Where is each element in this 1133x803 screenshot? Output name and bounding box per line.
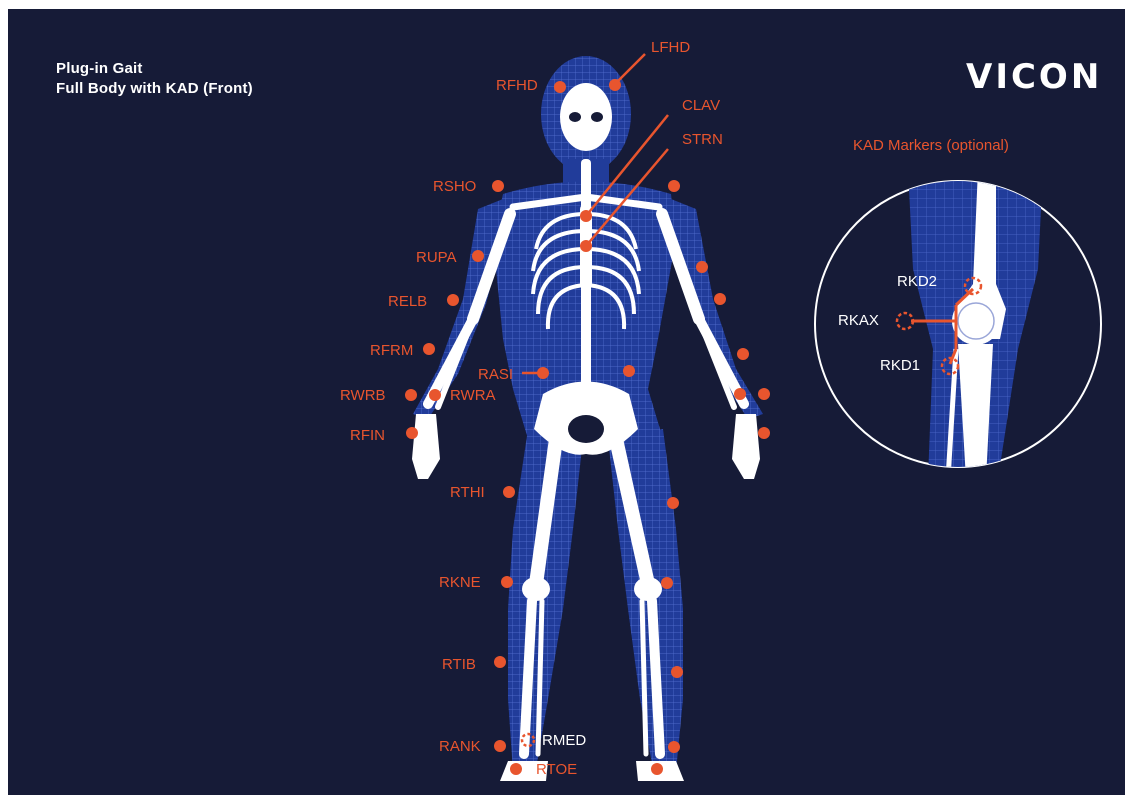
label-rupa: RUPA — [416, 249, 457, 266]
title-line-2: Full Body with KAD (Front) — [56, 79, 253, 99]
marker-dot-rtoe — [510, 763, 522, 775]
label-rfhd: RFHD — [496, 77, 538, 94]
marker-dot-rfin — [406, 427, 418, 439]
marker-dot-rank — [494, 740, 506, 752]
marker-dot-rfrm — [423, 343, 435, 355]
marker-dot-lfin — [758, 427, 770, 439]
label-rfin: RFIN — [350, 427, 385, 444]
label-rtoe: RTOE — [536, 761, 577, 778]
label-rasi: RASI — [478, 366, 513, 383]
label-rwrb: RWRB — [340, 387, 386, 404]
label-lfhd: LFHD — [651, 39, 690, 56]
marker-dot-lfrm — [737, 348, 749, 360]
marker-dot-lthi — [667, 497, 679, 509]
label-rwra: RWRA — [450, 387, 496, 404]
marker-dot-ltoe — [651, 763, 663, 775]
marker-dot-lupa — [696, 261, 708, 273]
marker-dot-lank — [668, 741, 680, 753]
marker-dot-rwra — [429, 389, 441, 401]
label-rkd2: RKD2 — [897, 273, 937, 290]
marker-dot-rthi — [503, 486, 515, 498]
marker-dot-lwrb — [758, 388, 770, 400]
title-line-1: Plug-in Gait — [56, 59, 253, 79]
marker-dot-rkne — [501, 576, 513, 588]
label-strn: STRN — [682, 131, 723, 148]
diagram-canvas: Plug-in Gait Full Body with KAD (Front) … — [8, 9, 1125, 795]
label-rfrm: RFRM — [370, 342, 413, 359]
marker-dot-rasi — [537, 367, 549, 379]
label-rkne: RKNE — [439, 574, 481, 591]
label-relb: RELB — [388, 293, 427, 310]
marker-dot-lwra — [734, 388, 746, 400]
marker-dot-lfhd — [609, 79, 621, 91]
label-rank: RANK — [439, 738, 481, 755]
marker-dot-lasi — [623, 365, 635, 377]
marker-dot-rfhd — [554, 81, 566, 93]
diagram-title: Plug-in Gait Full Body with KAD (Front) — [56, 59, 253, 99]
marker-dot-clav — [580, 210, 592, 222]
marker-dot-rsho — [492, 180, 504, 192]
label-rkax: RKAX — [838, 312, 879, 329]
body-illustration — [8, 9, 1125, 795]
label-rthi: RTHI — [450, 484, 485, 501]
marker-dot-lelb — [714, 293, 726, 305]
label-rsho: RSHO — [433, 178, 476, 195]
marker-dot-rupa — [472, 250, 484, 262]
kad-inset-title: KAD Markers (optional) — [853, 137, 1009, 154]
label-clav: CLAV — [682, 97, 720, 114]
marker-dot-lsho — [668, 180, 680, 192]
marker-dot-rwrb — [405, 389, 417, 401]
marker-dot-ltib — [671, 666, 683, 678]
label-rkd1: RKD1 — [880, 357, 920, 374]
marker-dot-strn — [580, 240, 592, 252]
vicon-logo: VICON — [966, 57, 1102, 97]
marker-dot-relb — [447, 294, 459, 306]
label-rmed: RMED — [542, 732, 586, 749]
label-rtib: RTIB — [442, 656, 476, 673]
marker-dot-rtib — [494, 656, 506, 668]
marker-dot-lkne — [661, 577, 673, 589]
